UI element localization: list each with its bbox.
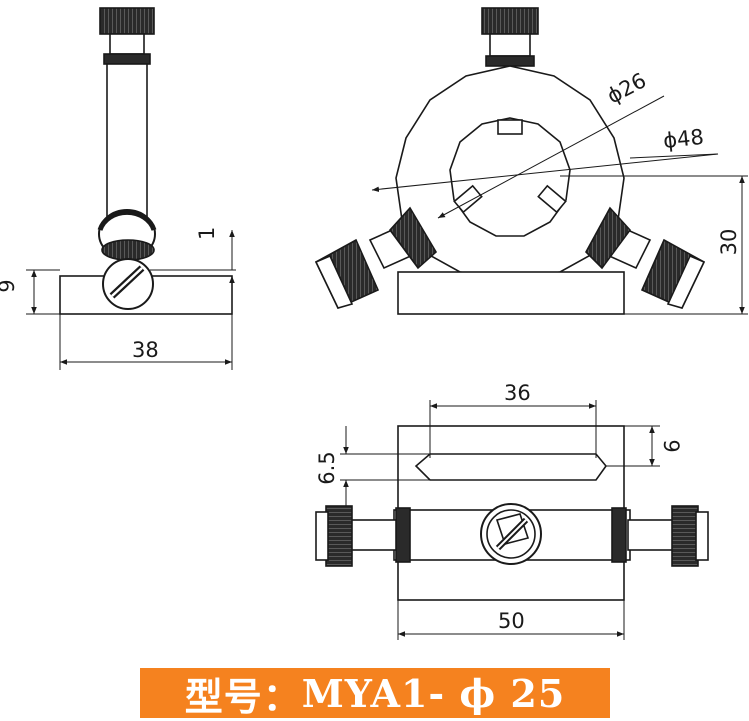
top-dim-slot-length-label: 36	[504, 381, 531, 405]
side-dim-base-height-label: 9	[0, 279, 19, 292]
top-right-knob	[627, 505, 709, 567]
model-label: 型号：	[184, 673, 302, 719]
front-inner-bore	[449, 117, 571, 237]
top-center-screw	[480, 503, 542, 565]
front-right-adjuster	[585, 206, 706, 310]
model-banner: 型号： MYA1- ϕ 25	[140, 668, 610, 719]
top-slot	[414, 453, 608, 481]
side-view	[26, 7, 236, 370]
top-dim-slot-offset-label: 6.5	[315, 451, 339, 484]
top-dim-slot-edge-label: 9	[659, 439, 683, 452]
side-top-knob	[99, 7, 155, 65]
side-post	[106, 63, 148, 225]
front-dim-outer-diameter-label: ϕ48	[662, 125, 705, 153]
top-dim-width-label: 50	[498, 609, 525, 633]
front-left-adjuster	[314, 206, 438, 310]
front-view	[314, 7, 748, 315]
side-dim-width-label: 38	[132, 338, 159, 362]
front-dim-inner-diameter-label: ϕ26	[603, 68, 650, 108]
top-left-knob	[315, 505, 397, 567]
front-top-knob	[481, 7, 539, 67]
side-dim-offset-label: 1	[195, 227, 219, 240]
model-number: MYA1- ϕ 25	[301, 670, 566, 716]
side-screw	[101, 239, 155, 310]
front-base-plate	[397, 271, 625, 315]
top-view	[315, 400, 709, 640]
front-dim-height-label: 30	[717, 229, 741, 256]
